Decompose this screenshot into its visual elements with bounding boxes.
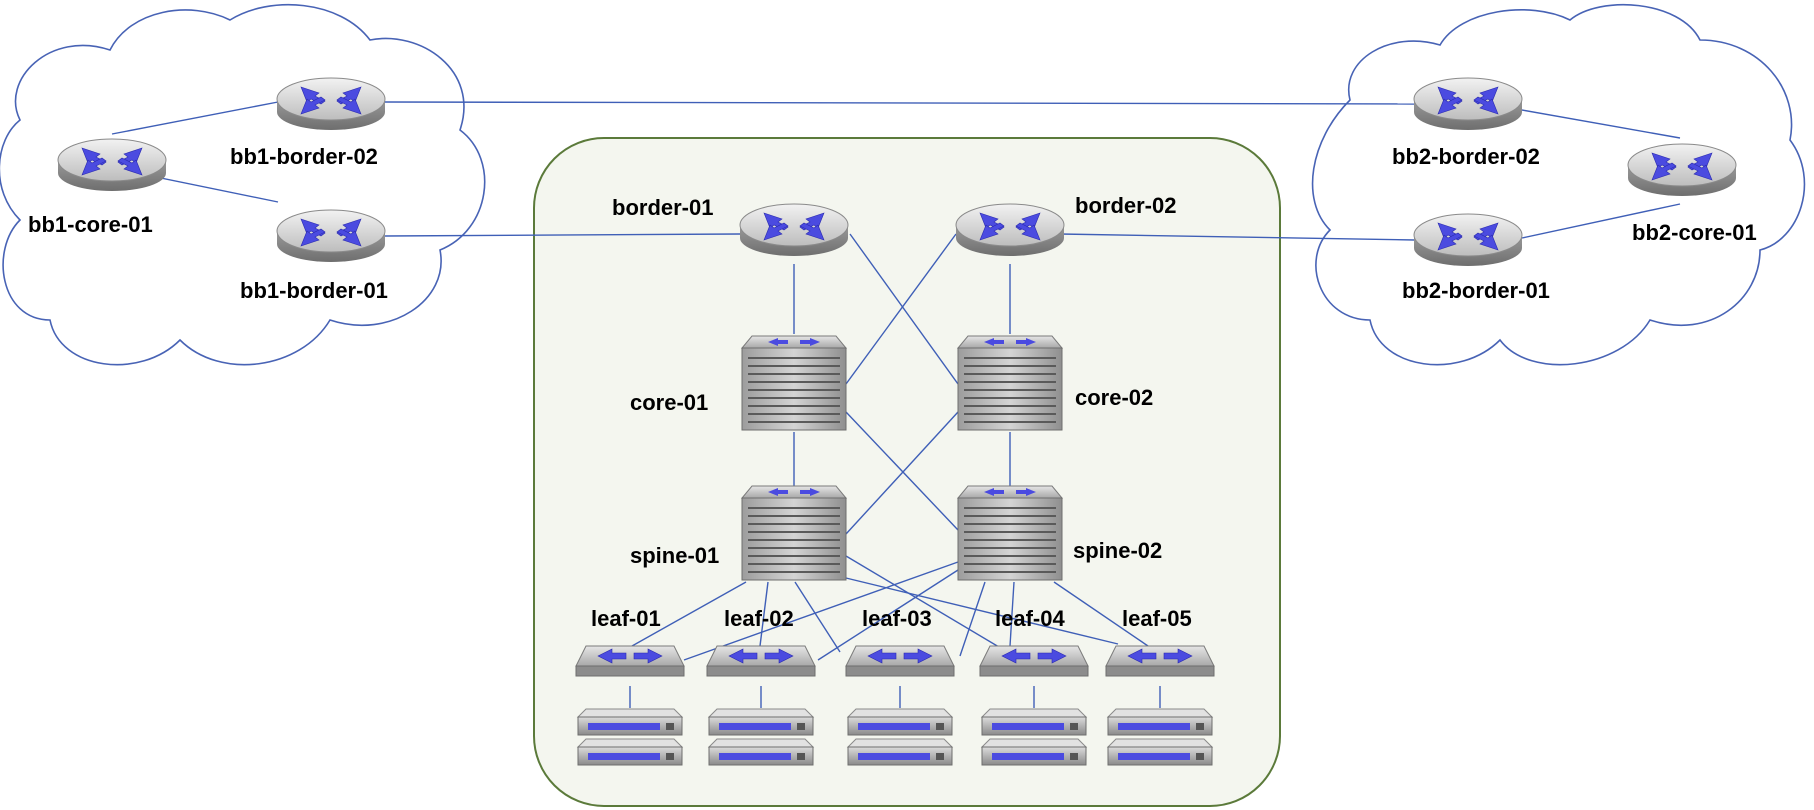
label-border-02: border-02 xyxy=(1075,193,1176,218)
label-core-02: core-02 xyxy=(1075,385,1153,410)
link-bb1core-bb1border02 xyxy=(111,101,279,135)
label-border-01: border-01 xyxy=(612,195,713,220)
label-bb2-border-02: bb2-border-02 xyxy=(1392,144,1540,169)
chassis-switch-icon xyxy=(741,485,847,581)
link-bb2border01-bb2core xyxy=(1521,203,1681,239)
router-icon xyxy=(57,138,167,192)
leaf-switch-icon xyxy=(575,645,685,677)
label-leaf-01: leaf-01 xyxy=(591,606,661,631)
leaf-switch-icon xyxy=(1105,645,1215,677)
router-icon xyxy=(1413,213,1523,267)
link-core01-spine02 xyxy=(845,411,959,531)
router-icon xyxy=(1627,143,1737,197)
leaf-switch-icon xyxy=(706,645,816,677)
label-bb2-border-01: bb2-border-01 xyxy=(1402,278,1550,303)
link-core02-spine01 xyxy=(845,411,959,535)
label-leaf-04: leaf-04 xyxy=(995,606,1065,631)
chassis-switch-icon xyxy=(741,335,847,431)
link-border02-bb2border01 xyxy=(1059,233,1416,241)
chassis-switch-icon xyxy=(957,485,1063,581)
label-leaf-02: leaf-02 xyxy=(724,606,794,631)
links-layer xyxy=(111,101,1681,708)
spine01-leaf-links xyxy=(631,555,1119,653)
router-icon xyxy=(276,209,386,263)
link-border01-core02 xyxy=(849,233,959,385)
label-bb2-core-01: bb2-core-01 xyxy=(1632,220,1757,245)
label-bb1-core-01: bb1-core-01 xyxy=(28,212,153,237)
label-spine-02: spine-02 xyxy=(1073,538,1162,563)
label-spine-01: spine-01 xyxy=(630,543,719,568)
chassis-switch-icon xyxy=(957,335,1063,431)
spine02-leaf-links xyxy=(683,561,1149,661)
link-bb2border02-bb2core xyxy=(1521,109,1681,139)
router-icon xyxy=(739,203,849,257)
label-leaf-03: leaf-03 xyxy=(862,606,932,631)
router-icon xyxy=(955,203,1065,257)
datacenter-fabric-area xyxy=(533,137,1281,807)
router-icon xyxy=(276,77,386,131)
label-leaf-05: leaf-05 xyxy=(1122,606,1192,631)
link-bb1border01-border01 xyxy=(384,233,741,237)
label-bb1-border-01: bb1-border-01 xyxy=(240,278,388,303)
leaf-server-links xyxy=(629,686,1161,708)
link-bb1border02-bb2border02 xyxy=(384,101,1416,105)
label-bb1-border-02: bb1-border-02 xyxy=(230,144,378,169)
link-border02-core01 xyxy=(845,233,957,385)
router-icon xyxy=(1413,77,1523,131)
leaf-switch-icon xyxy=(845,645,955,677)
leaf-switch-icon xyxy=(979,645,1089,677)
label-core-01: core-01 xyxy=(630,390,708,415)
